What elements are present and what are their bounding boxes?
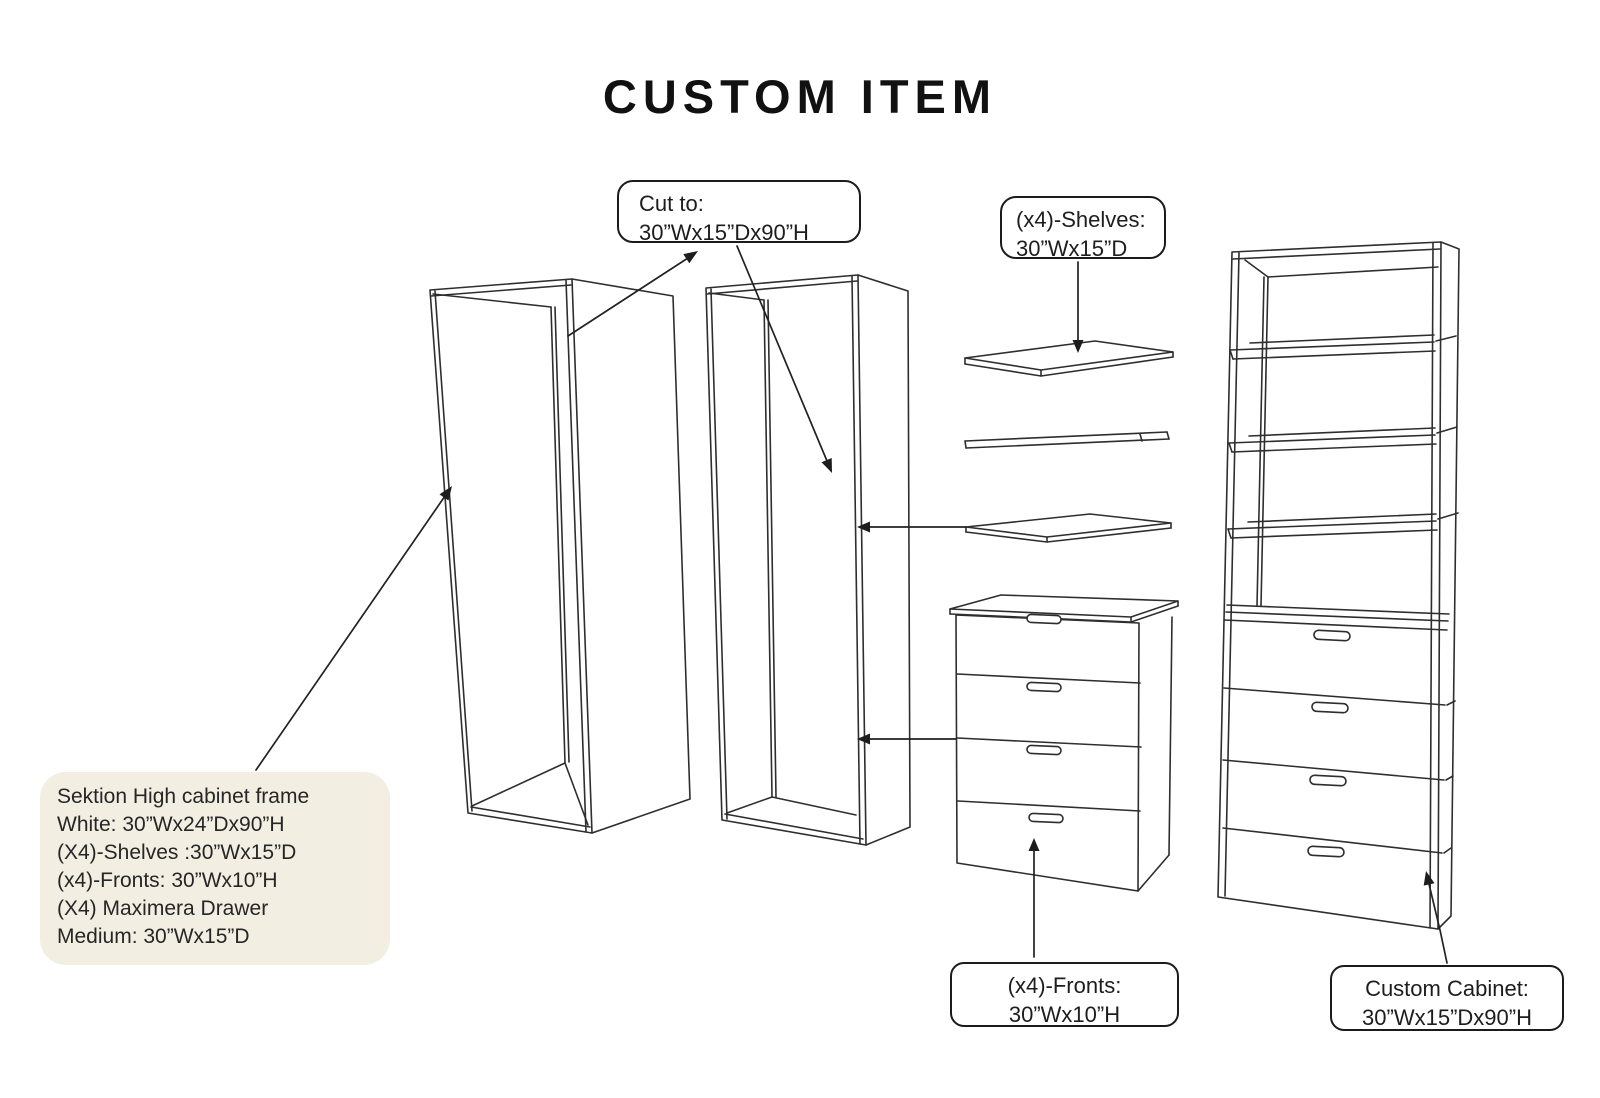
spec-panel-line6: Medium: 30”Wx15”D (57, 925, 250, 948)
drawer-stack-drawing (949, 594, 1179, 892)
callout-custom-cabinet: Custom Cabinet: 30”Wx15”Dx90”H (1330, 965, 1564, 1031)
callout-fronts-line2: 30”Wx10”H (1008, 1001, 1121, 1027)
shelves-drawing (964, 340, 1174, 543)
spec-panel: Sektion High cabinet frame White: 30”Wx2… (40, 772, 390, 965)
spec-panel-line1: Sektion High cabinet frame (57, 785, 310, 808)
drawer-handle (1311, 701, 1349, 714)
custom-cabinet-drawing (1217, 241, 1460, 930)
arrow-spec-panel-to-left-cabinet (255, 486, 452, 771)
cabinet-frame-cut-drawing (705, 274, 911, 846)
annotation-arrows (255, 245, 1448, 964)
callout-cut-to-line2: 30”Wx15”Dx90”H (639, 219, 809, 245)
callout-custom-cabinet-line1: Custom Cabinet: (1365, 976, 1529, 1001)
arrow-shelf-to-middle-cabinet (857, 521, 967, 533)
arrow-cut-callout-to-middle-cabinet (736, 245, 832, 473)
spec-panel-line5: (X4) Maximera Drawer (57, 897, 269, 920)
drawer-handle (1026, 744, 1062, 756)
callout-cut-to: Cut to: 30”Wx15”Dx90”H (617, 180, 861, 245)
spec-panel-line2: White: 30”Wx24”Dx90”H (57, 813, 285, 836)
spec-panel-line4: (x4)-Fronts: 30”Wx10”H (57, 869, 278, 892)
drawer-handle (1026, 613, 1062, 625)
callout-shelves-line2: 30”Wx15”D (1016, 235, 1128, 261)
page-title: CUSTOM ITEM (602, 70, 998, 124)
drawer-handle (1028, 812, 1064, 824)
callout-fronts: (x4)-Fronts: 30”Wx10”H (950, 962, 1179, 1027)
callout-fronts-line1: (x4)-Fronts: (1007, 973, 1122, 998)
cabinet-frame-left-drawing (429, 278, 691, 834)
spec-panel-line3: (X4)-Shelves :30”Wx15”D (57, 841, 297, 864)
arrow-drawers-to-middle-cabinet (857, 733, 957, 745)
callout-custom-cabinet-line2: 30”Wx15”Dx90”H (1362, 1004, 1532, 1030)
arrow-left-cabinet-to-cut-callout (567, 251, 698, 337)
arrow-custom-callout-to-cabinet (1423, 871, 1448, 964)
arrow-fronts-callout-to-drawer (1028, 838, 1040, 958)
drawer-handle (1307, 845, 1345, 858)
callout-shelves: (x4)-Shelves: 30”Wx15”D (1000, 196, 1166, 261)
drawer-handle (1313, 629, 1351, 642)
drawer-handle (1309, 774, 1347, 787)
arrow-shelves-callout-to-shelf (1072, 261, 1084, 353)
callout-shelves-line1: (x4)-Shelves: (1016, 207, 1146, 232)
drawer-handle (1026, 681, 1062, 693)
callout-cut-to-line1: Cut to: (639, 191, 704, 216)
